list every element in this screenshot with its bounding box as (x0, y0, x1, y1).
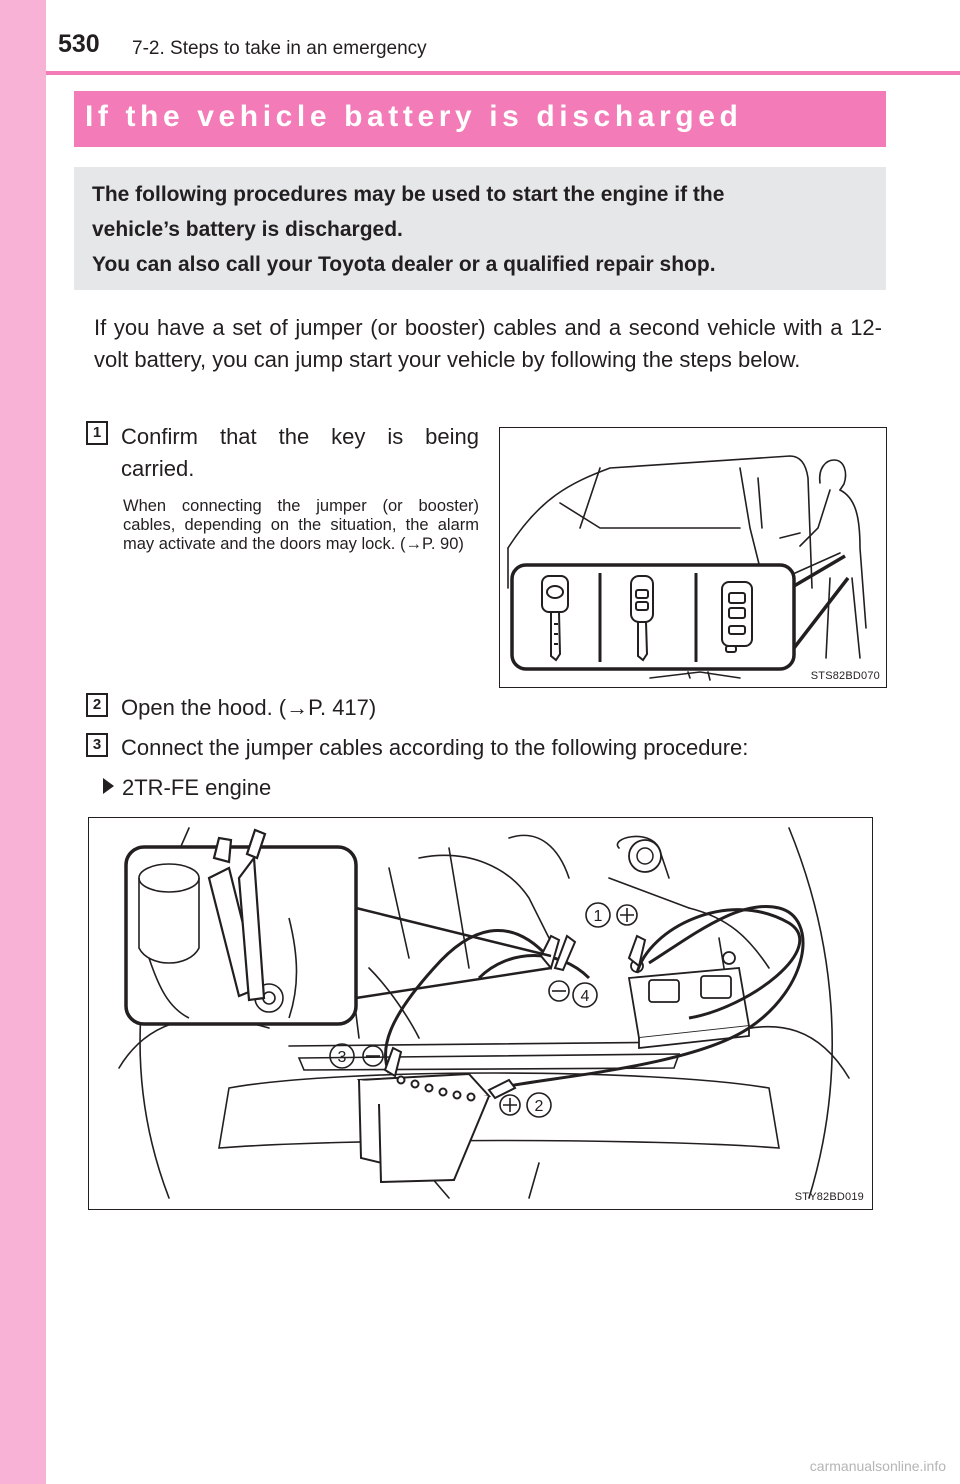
plus-icon (616, 904, 638, 926)
figure-code: STS82BD070 (810, 670, 880, 682)
step-1-badge: 1 (86, 421, 108, 445)
figure-code: STY82BD019 (794, 1191, 864, 1203)
step-2-close: ) (368, 695, 377, 720)
callout-3-label: 3 (338, 1049, 347, 1066)
intro-box: The following procedures may be used to … (74, 167, 886, 290)
step-1-text: Confirm that the key is being carried. (121, 424, 479, 481)
section-title-bar: If the vehicle battery is discharged (74, 91, 886, 147)
intro-line-2: vehicle’s battery is discharged. (92, 218, 403, 241)
step-1-note: When connecting the jumper (or booster) … (123, 497, 479, 554)
minus-icon (362, 1045, 384, 1067)
keys-illustration (507, 455, 867, 681)
minus-icon (548, 980, 570, 1002)
right-arrow-icon: → (286, 695, 309, 720)
keys-figure: STS82BD070 (499, 427, 887, 688)
intro-paragraph: If you have a set of jumper (or booster)… (94, 315, 882, 372)
side-tab-strip (0, 0, 46, 1484)
step-1-note-close: ) (458, 535, 464, 553)
step-3-text: Connect the jumper cables according to t… (121, 735, 749, 760)
callout-1-circle (585, 902, 611, 928)
step-2-label: Open the hood. ( (121, 695, 287, 720)
engine-bullet: 2TR-FE engine (103, 775, 271, 801)
step-2-text: Open the hood. (→P. 417) (121, 695, 376, 721)
callout-3-circle (329, 1043, 355, 1069)
callout-4-circle (572, 982, 598, 1008)
watermark-footer: carmanualsonline.info (809, 1458, 946, 1474)
callout-2-label: 2 (535, 1098, 544, 1115)
bullet-triangle-icon (103, 778, 114, 794)
header-rule (46, 71, 960, 75)
plus-icon (499, 1094, 521, 1116)
running-head: 7-2. Steps to take in an emergency (132, 38, 427, 59)
section-title: If the vehicle battery is discharged (85, 100, 743, 133)
engine-type-label: 2TR-FE engine (122, 775, 272, 800)
step-2-badge: 2 (86, 693, 108, 717)
engine-figure: 1 2 3 4 STY82BD019 (88, 817, 873, 1210)
page-number: 530 (58, 30, 100, 58)
callout-2-circle (526, 1092, 552, 1118)
step-3-badge: 3 (86, 733, 108, 757)
step-1-note-text: When connecting the jumper (or booster) … (123, 497, 479, 553)
page-reference-link[interactable]: P. 90 (421, 535, 459, 553)
intro-line-1: The following procedures may be used to … (92, 183, 725, 206)
right-arrow-icon: → (405, 535, 422, 553)
page-reference-link[interactable]: P. 417 (308, 695, 369, 720)
callout-1-label: 1 (594, 908, 603, 925)
callout-4-label: 4 (581, 988, 590, 1005)
engine-bay-illustration: 1 2 3 4 (118, 827, 850, 1199)
intro-line-3: You can also call your Toyota dealer or … (92, 253, 716, 276)
